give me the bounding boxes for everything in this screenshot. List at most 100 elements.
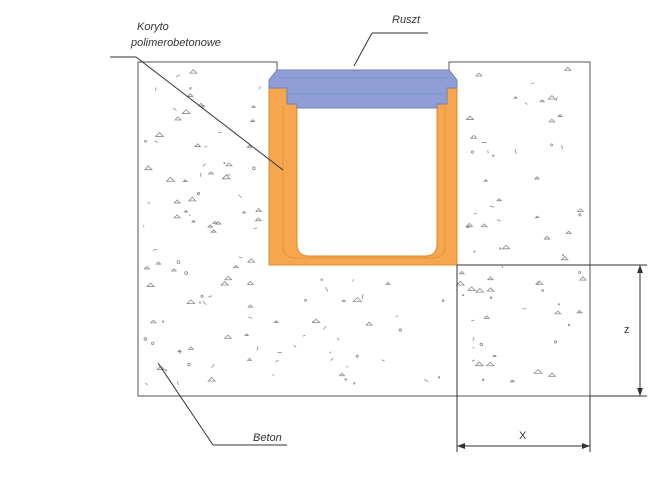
aggregate-speckle <box>143 165 153 171</box>
aggregate-speckle <box>462 294 465 297</box>
aggregate-speckle <box>311 318 321 324</box>
polymer-concrete-channel <box>268 87 458 266</box>
aggregate-speckle <box>184 271 188 275</box>
dimension-z-label: z <box>624 324 630 336</box>
aggregate-speckle <box>238 194 242 199</box>
aggregate-speckle <box>492 154 495 157</box>
aggregate-speckle <box>565 230 573 235</box>
aggregate-speckle <box>548 118 556 123</box>
aggregate-speckle <box>557 303 560 306</box>
aggregate-speckle <box>578 276 588 281</box>
aggregate-speckle <box>557 113 564 117</box>
aggregate-speckle <box>223 275 233 281</box>
aggregate-speckle <box>221 174 231 180</box>
aggregate-speckle <box>207 224 214 228</box>
aggregate-speckle <box>475 72 483 77</box>
aggregate-speckle <box>474 361 484 367</box>
aggregate-speckle <box>424 379 429 383</box>
aggregate-speckle <box>344 378 348 381</box>
aggregate-speckle <box>198 301 201 304</box>
aggregate-speckle <box>143 337 148 341</box>
aggregate-speckle <box>252 166 256 171</box>
aggregate-speckle <box>320 278 323 281</box>
aggregate-speckle <box>561 254 564 257</box>
aggregate-speckle <box>496 198 503 202</box>
aggregate-speckle <box>173 107 177 111</box>
label-koryto-line1: Koryto <box>137 21 169 33</box>
aggregate-speckle <box>550 143 553 147</box>
aggregate-speckle <box>524 102 528 105</box>
aggregate-speckle <box>483 178 489 182</box>
aggregate-speckle <box>189 213 191 217</box>
aggregate-speckle <box>561 145 564 150</box>
aggregate-speckle <box>175 74 181 78</box>
aggregate-speckle <box>541 289 544 292</box>
aggregate-speckle <box>338 372 346 377</box>
aggregate-speckle <box>458 270 466 275</box>
aggregate-speckle <box>193 143 202 147</box>
label-beton: Beton <box>253 432 282 444</box>
aggregate-speckle <box>173 214 182 219</box>
aggregate-speckle <box>466 224 470 229</box>
aggregate-speckle <box>186 93 194 97</box>
aggregate-speckle <box>563 66 572 71</box>
aggregate-speckle <box>211 364 215 369</box>
aggregate-speckle <box>154 140 158 143</box>
aggregate-speckle <box>567 323 571 327</box>
aggregate-speckle <box>492 354 498 357</box>
aggregate-speckle <box>486 276 495 281</box>
aggregate-speckle <box>467 286 477 292</box>
aggregate-speckle <box>475 287 485 293</box>
aggregate-speckle <box>578 271 581 274</box>
aggregate-speckle <box>539 99 546 103</box>
aggregate-speckle <box>191 219 196 223</box>
aggregate-speckle <box>341 299 347 302</box>
aggregate-speckle <box>272 373 275 377</box>
aggregate-speckle <box>183 209 189 213</box>
aggregate-speckle <box>256 346 259 351</box>
label-ruszt: Ruszt <box>392 14 421 26</box>
aggregate-speckle <box>471 319 475 322</box>
aggregate-speckle <box>187 362 191 367</box>
aggregate-speckle <box>164 369 168 372</box>
aggregate-speckle <box>501 244 511 250</box>
aggregate-speckle <box>473 212 477 215</box>
aggregate-speckle <box>381 359 385 362</box>
dimension-z <box>457 264 647 397</box>
aggregate-speckle <box>202 300 207 306</box>
aggregate-speckle <box>554 310 562 315</box>
aggregate-speckle <box>398 328 402 332</box>
aggregate-speckle <box>293 345 297 348</box>
aggregate-speckle <box>207 171 215 175</box>
aggregate-speckle <box>197 102 205 107</box>
aggregate-speckle <box>146 282 156 287</box>
aggregate-speckle <box>165 176 176 182</box>
concrete-block <box>137 61 591 397</box>
label-koryto-line2: polimerobetonowe <box>130 37 221 49</box>
aggregate-speckle <box>210 229 217 233</box>
aggregate-speckle <box>533 176 541 180</box>
aggregate-speckle <box>304 298 307 302</box>
aggregate-speckle <box>142 224 145 227</box>
aggregate-speckle <box>174 116 182 121</box>
aggregate-speckle <box>365 321 374 326</box>
aggregate-speckle <box>483 315 491 319</box>
aggregate-speckle <box>479 342 484 347</box>
aggregate-speckle <box>152 249 157 251</box>
aggregate-speckle <box>489 296 493 299</box>
aggregate-speckle <box>173 199 182 204</box>
aggregate-speckle <box>145 382 148 386</box>
aggregate-speckle <box>246 280 255 285</box>
aggregate-speckle <box>514 149 517 155</box>
aggregate-speckle <box>482 378 485 381</box>
aggregate-speckle <box>223 161 226 164</box>
aggregate-speckle <box>485 361 495 367</box>
aggregate-speckle <box>472 336 475 341</box>
aggregate-speckle <box>248 316 253 319</box>
aggregate-speckle <box>441 299 445 302</box>
aggregate-speckle <box>220 280 230 286</box>
aggregate-speckle <box>353 382 356 385</box>
aggregate-speckle <box>499 247 502 250</box>
aggregate-speckle <box>199 172 202 178</box>
